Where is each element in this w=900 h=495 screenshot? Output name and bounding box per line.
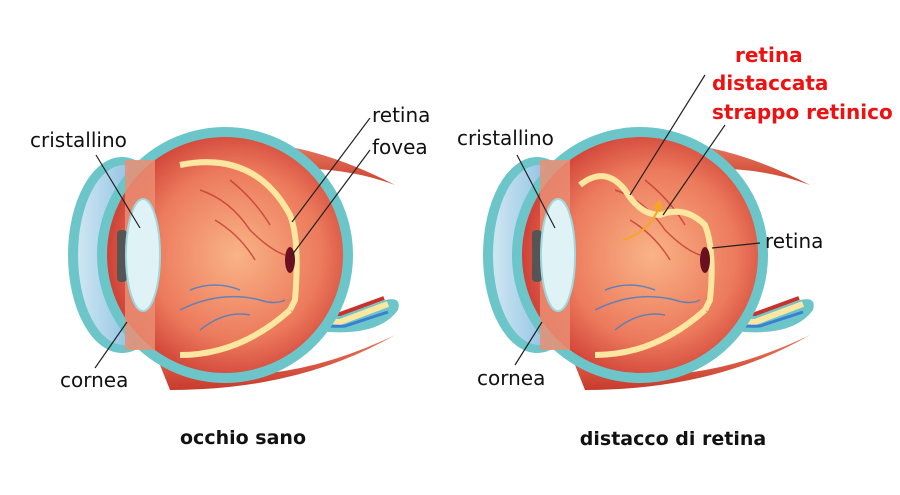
label-retina: retina: [372, 103, 431, 127]
label-cornea: cornea: [60, 368, 129, 392]
label-detached-retina-2: distaccata: [712, 71, 829, 95]
title-detached-retina: distacco di retina: [579, 428, 767, 450]
detached-retina-layer: [578, 173, 715, 312]
label-retinal-tear: strappo retinico: [712, 100, 893, 124]
label-fovea: fovea: [372, 135, 428, 159]
retina-layer: [179, 159, 300, 312]
detached-retina-eye: [483, 74, 814, 390]
healthy-eye: [68, 117, 399, 390]
label-cristallino: cristallino: [30, 128, 127, 152]
label-cornea-right: cornea: [477, 366, 546, 390]
label-cristallino-right: cristallino: [457, 126, 554, 150]
fovea: [285, 247, 295, 273]
label-retina-right: retina: [765, 229, 824, 253]
label-detached-retina-1: retina: [735, 43, 803, 67]
title-healthy-eye: occhio sano: [180, 427, 306, 449]
